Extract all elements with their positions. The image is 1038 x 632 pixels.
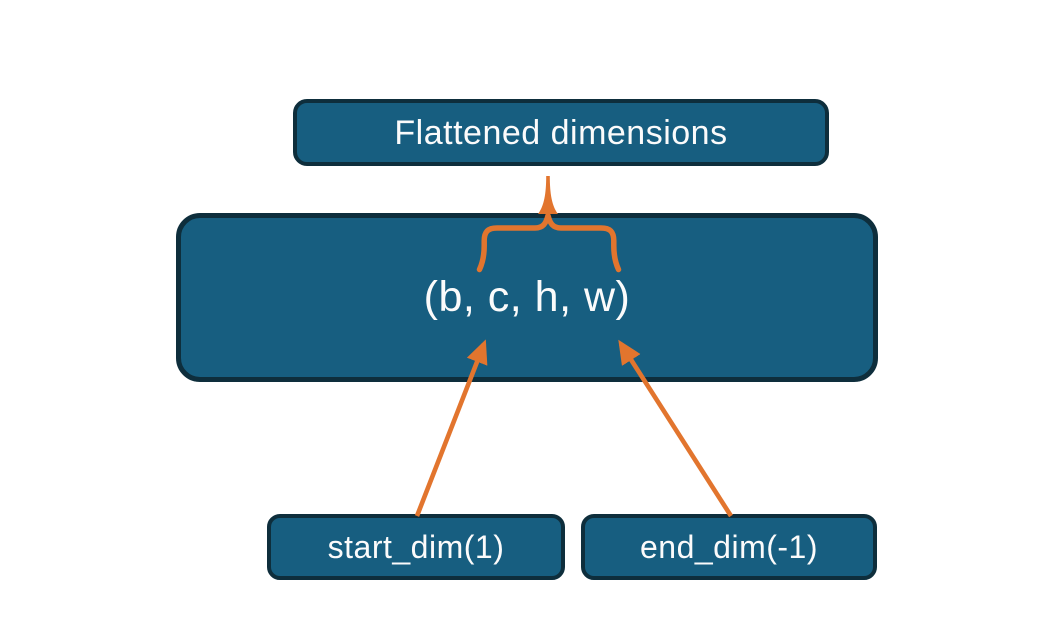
node-tensor-shape-label: (b, c, h, w) bbox=[423, 273, 631, 321]
node-end-dim-label: end_dim(-1) bbox=[639, 529, 818, 565]
brace-stem bbox=[538, 176, 558, 214]
node-tensor-shape: (b, c, h, w) bbox=[176, 213, 878, 382]
node-start-dim-label: start_dim(1) bbox=[327, 529, 505, 565]
node-end-dim: end_dim(-1) bbox=[581, 514, 877, 580]
node-start-dim: start_dim(1) bbox=[267, 514, 565, 580]
node-flattened-dimensions-label: Flattened dimensions bbox=[394, 113, 728, 152]
node-flattened-dimensions: Flattened dimensions bbox=[293, 99, 829, 166]
